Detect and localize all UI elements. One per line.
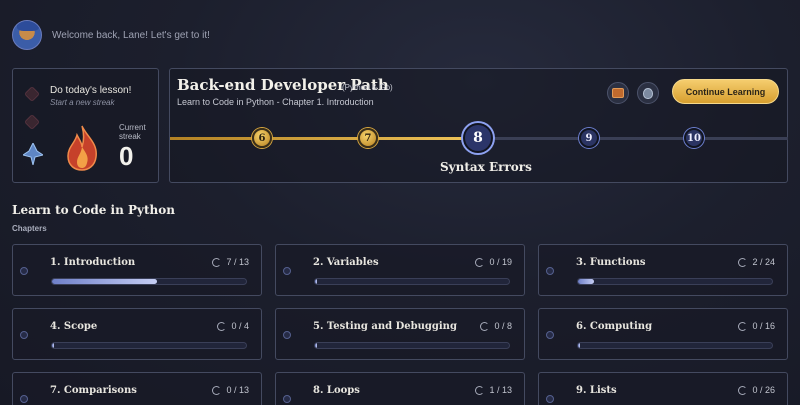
chapter-progress-text: 0 / 13 xyxy=(226,385,249,395)
progress-track-complete xyxy=(170,137,479,140)
refresh-icon xyxy=(738,257,748,267)
chapter-name: 2. Variables xyxy=(313,257,379,268)
streak-day-icon xyxy=(24,86,40,102)
streak-title: Do today's lesson! xyxy=(50,85,132,96)
chapter-card[interactable]: 1. Introduction 7 / 13 xyxy=(12,244,262,296)
chapter-progress: 0 / 16 xyxy=(738,321,775,331)
chapter-name: 4. Scope xyxy=(50,321,98,332)
chapter-progress-text: 0 / 26 xyxy=(752,385,775,395)
chapter-progress: 1 / 13 xyxy=(475,385,512,395)
lesson-node-9[interactable]: 9 xyxy=(579,128,599,148)
streak-label: Current streak xyxy=(119,123,146,141)
lesson-node-7[interactable]: 7 xyxy=(358,128,378,148)
chapter-status-icon xyxy=(20,395,28,403)
chapter-status-icon xyxy=(546,331,554,339)
chapter-progress-text: 0 / 4 xyxy=(231,321,249,331)
refresh-icon xyxy=(738,321,748,331)
chapter-progress-bar xyxy=(577,278,773,285)
chapter-name: 5. Testing and Debugging xyxy=(313,321,457,332)
chapter-name: 6. Computing xyxy=(576,321,653,332)
chapter-card[interactable]: 4. Scope 0 / 4 xyxy=(12,308,262,360)
avatar[interactable] xyxy=(12,20,42,50)
chapters-label: Chapters xyxy=(12,224,47,233)
frost-crystal-icon xyxy=(23,143,43,165)
welcome-message: Welcome back, Lane! Let's get to it! xyxy=(52,29,210,41)
chapter-progress: 0 / 8 xyxy=(480,321,512,331)
chapter-progress-bar xyxy=(314,278,510,285)
refresh-icon xyxy=(738,385,748,395)
chapter-progress-text: 0 / 8 xyxy=(494,321,512,331)
chapter-card[interactable]: 7. Comparisons 0 / 13 xyxy=(12,372,262,405)
chapter-progress: 0 / 26 xyxy=(738,385,775,395)
chapter-card[interactable]: 5. Testing and Debugging 0 / 8 xyxy=(275,308,525,360)
streak-day-icon xyxy=(24,114,40,130)
refresh-icon xyxy=(212,385,222,395)
chapter-status-icon xyxy=(283,395,291,403)
chapter-progress-fill xyxy=(578,279,594,284)
path-subtitle: Learn to Code in Python - Chapter 1. Int… xyxy=(177,97,374,107)
chapter-name: 8. Loops xyxy=(313,385,360,396)
chapter-progress: 2 / 24 xyxy=(738,257,775,267)
chest-icon[interactable] xyxy=(607,82,629,104)
chapter-progress-fill xyxy=(315,343,318,348)
flame-icon xyxy=(67,125,97,171)
path-title: Back-end Developer Path xyxy=(177,76,389,94)
chapter-status-icon xyxy=(283,267,291,275)
chapter-card[interactable]: 3. Functions 2 / 24 xyxy=(538,244,788,296)
lesson-node-8[interactable]: 8 xyxy=(463,123,493,153)
refresh-icon xyxy=(475,257,485,267)
chapter-name: 1. Introduction xyxy=(50,257,136,268)
chapter-name: 7. Comparisons xyxy=(50,385,137,396)
chapter-progress-fill xyxy=(52,343,55,348)
chapter-progress-text: 7 / 13 xyxy=(226,257,249,267)
chapter-progress-fill xyxy=(52,279,157,284)
chapter-name: 9. Lists xyxy=(576,385,617,396)
chapter-name: 3. Functions xyxy=(576,257,646,268)
chapter-progress: 0 / 4 xyxy=(217,321,249,331)
streak-panel: Do today's lesson! Start a new streak Cu… xyxy=(12,68,159,183)
streak-count: 0 xyxy=(119,141,134,171)
chapter-progress-bar xyxy=(51,342,247,349)
chapter-progress-bar xyxy=(314,342,510,349)
path-panel: Back-end Developer Path (Python & Go) Le… xyxy=(169,68,788,183)
refresh-icon xyxy=(475,385,485,395)
chapter-progress-text: 1 / 13 xyxy=(489,385,512,395)
path-tag: (Python & Go) xyxy=(342,83,393,92)
chapter-status-icon xyxy=(546,395,554,403)
chapter-card[interactable]: 8. Loops 1 / 13 xyxy=(275,372,525,405)
refresh-icon xyxy=(212,257,222,267)
chapter-progress: 7 / 13 xyxy=(212,257,249,267)
lesson-node-6[interactable]: 6 xyxy=(252,128,272,148)
potion-icon[interactable] xyxy=(637,82,659,104)
welcome-bar: Welcome back, Lane! Let's get to it! xyxy=(12,18,210,52)
chapter-progress-bar xyxy=(577,342,773,349)
chapter-status-icon xyxy=(283,331,291,339)
chapter-status-icon xyxy=(20,331,28,339)
current-lesson-caption: Syntax Errors xyxy=(440,160,532,174)
chapter-progress-fill xyxy=(578,343,581,348)
continue-learning-button[interactable]: Continue Learning xyxy=(672,79,779,104)
streak-subtitle: Start a new streak xyxy=(50,98,115,107)
chapter-status-icon xyxy=(20,267,28,275)
lesson-node-10[interactable]: 10 xyxy=(684,128,704,148)
chapter-card[interactable]: 6. Computing 0 / 16 xyxy=(538,308,788,360)
chapter-progress: 0 / 13 xyxy=(212,385,249,395)
chapter-progress-text: 2 / 24 xyxy=(752,257,775,267)
course-title: Learn to Code in Python xyxy=(12,203,176,217)
chapter-progress-text: 0 / 19 xyxy=(489,257,512,267)
chapter-card[interactable]: 9. Lists 0 / 26 xyxy=(538,372,788,405)
chapter-progress-fill xyxy=(315,279,318,284)
refresh-icon xyxy=(217,321,227,331)
chapter-progress-text: 0 / 16 xyxy=(752,321,775,331)
chapter-card[interactable]: 2. Variables 0 / 19 xyxy=(275,244,525,296)
progress-track-remaining xyxy=(479,137,788,140)
chapter-progress-bar xyxy=(51,278,247,285)
refresh-icon xyxy=(480,321,490,331)
chapter-progress: 0 / 19 xyxy=(475,257,512,267)
chapter-status-icon xyxy=(546,267,554,275)
